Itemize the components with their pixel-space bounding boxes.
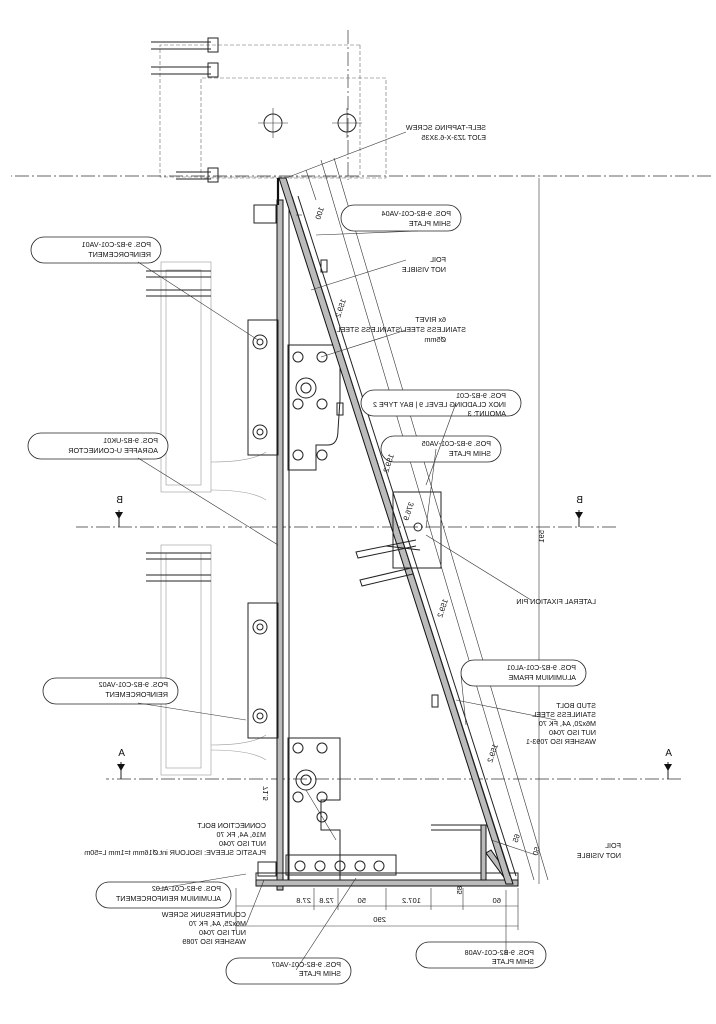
stud-text-3: M6x20, A4, FK 70 <box>539 719 596 728</box>
shim08-text-1: POS. 9-B2-C01-VA08 <box>465 948 534 957</box>
diagonal-cladding <box>278 157 549 885</box>
agraffe-profiles <box>146 261 267 776</box>
shim04-text-2: SHIM PLATE <box>409 219 451 228</box>
dim-591: 591 <box>537 530 546 543</box>
section-markers <box>115 510 672 779</box>
shim07-text-2: SHIM PLATE <box>299 969 341 978</box>
dim-290: 290 <box>373 915 386 924</box>
shim04-text-1: POS. 9-B2-C01-VA04 <box>382 209 451 218</box>
upper-bracket <box>287 344 341 471</box>
dim-72-8: 72.8 <box>319 896 334 905</box>
frame-text-2: ALUMINIUM FRAME <box>508 673 576 682</box>
callout-texts: SELF-TAPPING SCREW EJOT JZ3-X-6.3X35 POS… <box>68 123 621 978</box>
bottom-dim-lines <box>235 888 519 930</box>
foil-bottom-text-2: NOT VISIBLE <box>577 851 621 860</box>
countersunk-text-2: M6x25, A4, FK 70 <box>189 919 246 928</box>
lower-bracket <box>287 737 341 881</box>
va02-text-2: REINFORCEMENT <box>105 690 168 699</box>
section-letters: B B A A <box>116 495 672 759</box>
cladding-text-1: POS. 9-B2-C01 <box>456 391 506 400</box>
rivet-text-3: Ø5mm <box>424 335 446 344</box>
dim-100: 100 <box>313 206 325 221</box>
connbolt-text-3: NUT ISO 7040 <box>219 839 266 848</box>
mirrored-sheet: SELF-TAPPING SCREW EJOT JZ3-X-6.3X35 POS… <box>11 30 711 985</box>
connbolt-text-2: M16, A4, FK 70 <box>216 830 266 839</box>
cladding-text-2: INOX CLADDING LEVEL 9 | BAY TYPE 2 <box>373 400 506 409</box>
dim-27-8: 27.8 <box>296 896 311 905</box>
uk01-text-1: POS. 9-B2-UK01 <box>103 436 158 445</box>
uk01-text-2: AGRAFFE U-CONNECTOR <box>68 446 158 455</box>
fixation-pins <box>355 539 421 587</box>
countersunk-text-3: NUT ISO 7040 <box>199 928 246 937</box>
shim07-text-1: POS. 9-B2-C01-VA07 <box>272 960 341 969</box>
foil-top-text-1: FOIL <box>430 255 446 264</box>
dim-85: 85 <box>455 886 464 894</box>
dim-60: 60 <box>493 896 501 905</box>
stud-text-1: STUD BOLT <box>556 701 596 710</box>
leader-lines <box>137 131 557 971</box>
va01-text-1: POS. 9-B2-C01-VA01 <box>82 240 151 249</box>
rivets <box>320 259 439 708</box>
shim08-text-2: SHIM PLATE <box>492 957 534 966</box>
va02-text-1: POS. 9-B2-C01-VA02 <box>99 680 168 689</box>
section-a-right: A <box>665 748 672 759</box>
top-bolts <box>151 37 219 183</box>
dim-50-diag: 50 <box>531 846 542 857</box>
vertical-back-plate <box>253 178 290 891</box>
reinforcement-va01 <box>247 319 279 456</box>
stud-text-4: NUT ISO 7040 <box>549 728 596 737</box>
dim-71-5: 71.5 <box>261 786 270 801</box>
callout-bubbles <box>27 204 587 985</box>
foil-top-text-2: NOT VISIBLE <box>402 265 446 274</box>
connbolt-text-1: CONNECTION BOLT <box>197 821 266 830</box>
rivet-text-1: 6x RIVET <box>415 315 446 324</box>
shim05-text-1: POS. 9-B2-C01-VA05 <box>422 439 491 448</box>
section-b-right: B <box>576 495 583 506</box>
countersunk-text-4: WASHER ISO 7089 <box>182 937 246 946</box>
rivet-text-2: STAINLESS STEEL/STAINLESS STEEL <box>336 325 466 334</box>
lateral-pin-text: LATERAL FIXATION PIN <box>516 597 596 606</box>
connbolt-text-4: PLASTIC SLEEVE: ISOLOUR int.Ø16mm t=1mm … <box>84 848 266 857</box>
reinforcement-va02 <box>247 602 279 739</box>
centerlines <box>11 30 711 780</box>
dim-50-b: 50 <box>358 896 366 905</box>
mid-bolts <box>146 270 211 582</box>
self-tapping-text-2: EJOT JZ3-X-6.3X35 <box>421 133 486 142</box>
dim-107-2: 107.2 <box>402 896 421 905</box>
shim05-text-2: SHIM PLATE <box>449 449 491 458</box>
stud-text-5: WASHER ISO 7093-1 <box>526 737 596 746</box>
frame-text-1: POS. 9-B2-C01-AL01 <box>507 663 576 672</box>
va01-text-2: REINFORCEMENT <box>88 250 151 259</box>
dim-65: 65 <box>511 833 522 844</box>
countersunk-text-1: COUNTERSUNK SCREW <box>162 910 246 919</box>
al02-text-1: POS. 9-B2-C01-AL02 <box>152 884 221 893</box>
foil-bottom-text-1: FOIL <box>605 841 621 850</box>
section-a-left: A <box>118 748 125 759</box>
self-tapping-text-1: SELF-TAPPING SCREW <box>406 123 486 132</box>
al02-text-2: ALUMINIUM REINFORCEMENT <box>115 894 221 903</box>
top-mount-plate <box>151 37 387 183</box>
stud-text-2: STAINLESS STEEL <box>532 710 596 719</box>
section-b-left: B <box>116 495 123 506</box>
cladding-text-3: AMOUNT: 3 <box>468 409 506 418</box>
